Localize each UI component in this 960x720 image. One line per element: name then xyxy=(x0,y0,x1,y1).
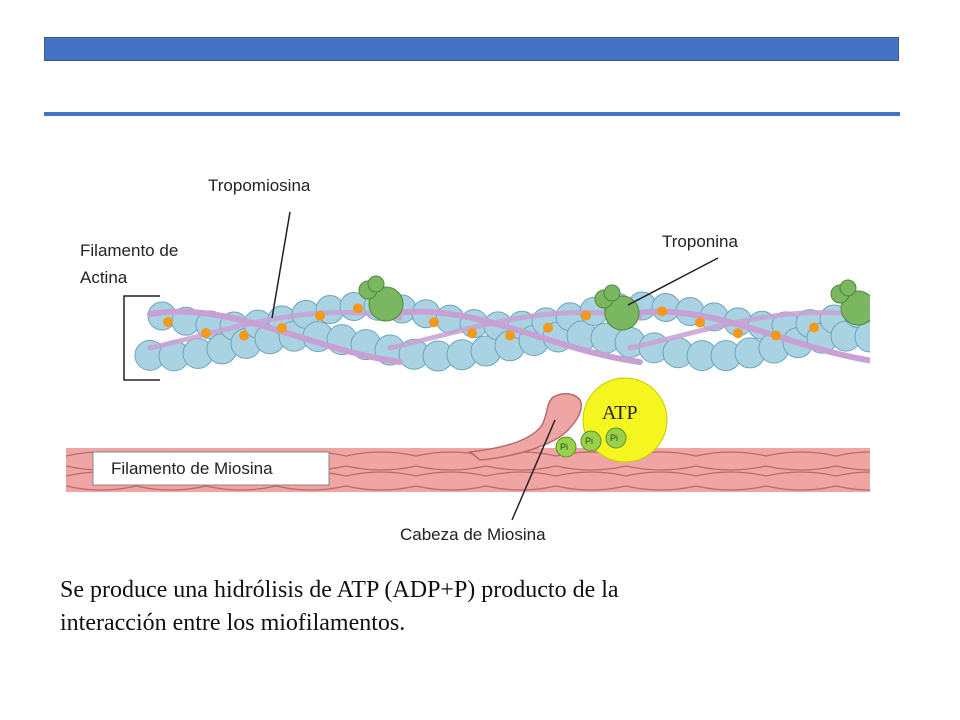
troponin-leader xyxy=(627,257,719,306)
caption: Se produce una hidrólisis de ATP (ADP+P)… xyxy=(60,574,880,640)
phosphate-1-label: Pi xyxy=(560,442,568,452)
atp-molecule xyxy=(582,377,668,463)
binding-site xyxy=(239,330,249,341)
title-bar xyxy=(44,37,899,61)
troponin-complex xyxy=(603,284,621,302)
tropomyosin-label: Tropomiosina xyxy=(208,176,311,195)
troponin-complex xyxy=(368,286,404,322)
binding-site xyxy=(429,317,439,328)
binding-site xyxy=(163,317,173,327)
binding-site xyxy=(543,322,553,333)
phosphate-3 xyxy=(605,427,627,449)
actin-filament xyxy=(134,275,870,372)
phosphate-1 xyxy=(555,436,577,458)
tropomyosin-leader xyxy=(271,211,291,319)
troponin-complex xyxy=(839,279,857,297)
binding-site xyxy=(467,328,477,339)
binding-site xyxy=(695,317,705,328)
actin-monomer xyxy=(651,292,681,322)
actin-monomer xyxy=(854,321,870,353)
troponin-complex xyxy=(840,290,870,326)
myosin-filament-label: Filamento de Miosina xyxy=(111,459,273,478)
binding-site xyxy=(771,330,781,341)
actin-filament-label-line1: Filamento de xyxy=(80,241,178,260)
myosin-head xyxy=(468,393,582,461)
binding-site xyxy=(809,322,819,333)
binding-site xyxy=(733,328,743,339)
phosphate-2 xyxy=(580,430,602,452)
tropomyosin-strand xyxy=(387,308,643,365)
myosin-strand xyxy=(66,485,870,491)
actin-monomer xyxy=(867,300,870,318)
binding-site xyxy=(657,306,667,317)
tropomyosin-strand xyxy=(147,309,403,351)
binding-site xyxy=(353,303,363,314)
phosphate-2-label: Pi xyxy=(585,436,593,446)
myosin-head-leader xyxy=(511,419,556,521)
troponin-complex xyxy=(367,275,385,293)
actin-bracket xyxy=(123,295,160,381)
troponin-label: Troponina xyxy=(662,232,738,251)
myosin-head-label: Cabeza de Miosina xyxy=(400,525,546,544)
atp-label: ATP xyxy=(602,402,638,424)
binding-site xyxy=(505,330,515,341)
title-rule xyxy=(44,112,900,116)
actin-filament-label-line2: Actina xyxy=(80,268,128,287)
binding-site xyxy=(581,310,591,321)
binding-site xyxy=(315,310,325,321)
caption-line-1: Se produce una hidrólisis de ATP (ADP+P)… xyxy=(60,577,619,603)
tropomyosin-strand xyxy=(147,308,403,365)
caption-line-2: interacción entre los miofilamentos. xyxy=(60,610,406,636)
binding-site xyxy=(277,322,287,333)
phosphate-3-label: Pi xyxy=(610,433,618,443)
phosphate-group: Pi Pi Pi xyxy=(555,427,627,458)
binding-site xyxy=(201,327,211,338)
myosin-label-box xyxy=(92,451,330,486)
